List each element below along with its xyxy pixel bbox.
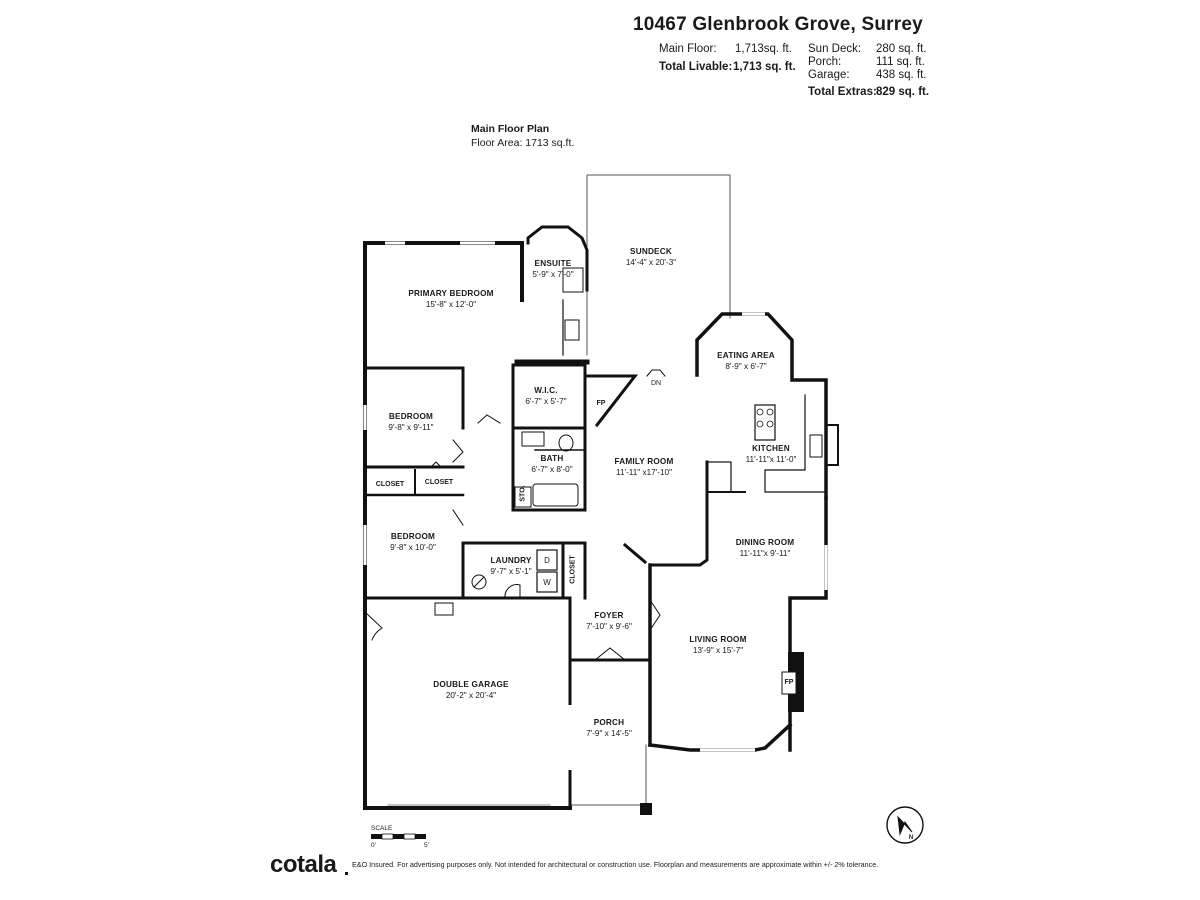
total-livable-value: 1,713 sq. ft.	[733, 61, 796, 73]
kitchen-sink	[809, 434, 823, 458]
garage-label: Garage:	[808, 69, 850, 81]
fireplace-label-living: FP	[784, 679, 794, 686]
kitchen-range	[754, 404, 776, 441]
total-extras-label: Total Extras:	[808, 86, 877, 98]
garage-value: 438 sq. ft.	[876, 69, 927, 81]
living-bay	[648, 722, 793, 752]
sun-deck-label: Sun Deck:	[808, 43, 862, 55]
total-extras-value: 829 sq. ft.	[876, 86, 930, 98]
sun-deck-value: 280 sq. ft.	[876, 43, 927, 55]
stairs-down-label: DN	[650, 380, 662, 387]
compass-north-label: N	[908, 835, 914, 841]
closet-label-2: CLOSET	[424, 479, 454, 486]
ensuite-bay	[526, 225, 589, 292]
brand-logo: cotala	[270, 851, 337, 878]
eating-bay	[695, 312, 828, 500]
storage-label: STO.	[519, 485, 527, 502]
property-address: 10467 Glenbrook Grove, Surrey	[633, 14, 923, 35]
porch-post	[640, 803, 652, 815]
closet-label-1: CLOSET	[375, 481, 405, 488]
dryer-label: D	[544, 556, 550, 565]
porch-value: 111 sq. ft.	[876, 56, 925, 68]
family-east-partition	[648, 460, 709, 567]
main-floor-value: 1,713sq. ft.	[735, 43, 792, 55]
fireplace-family	[585, 374, 639, 428]
scale-label: SCALE	[371, 825, 393, 832]
closet-label-laundry: CLOSET	[569, 555, 577, 584]
bath-walls	[511, 426, 587, 512]
compass-icon	[886, 806, 924, 844]
scale-bar	[371, 833, 426, 840]
plan-floor-area: Floor Area: 1713 sq.ft.	[471, 137, 575, 149]
plan-title: Main Floor Plan	[471, 123, 550, 135]
bedroom1-wall	[363, 366, 465, 430]
kitchen-counter	[764, 394, 827, 493]
laundry-walls	[461, 541, 565, 600]
porch-label: Porch:	[808, 56, 842, 68]
disclaimer: E&O Insured. For advertising purposes on…	[352, 860, 879, 869]
total-livable-label: Total Livable:	[659, 61, 733, 73]
exterior-wall-west	[363, 241, 524, 810]
washer-label: W	[543, 578, 551, 587]
scale-five-label: 5'	[424, 842, 429, 849]
main-floor-label: Main Floor:	[659, 43, 717, 55]
dining-east	[788, 496, 828, 752]
room-wic: W.I.C.6'-7" x 5'-7"	[525, 386, 567, 406]
fireplace-label-family: FP	[596, 400, 606, 407]
scale-zero-label: 0'	[371, 842, 376, 849]
